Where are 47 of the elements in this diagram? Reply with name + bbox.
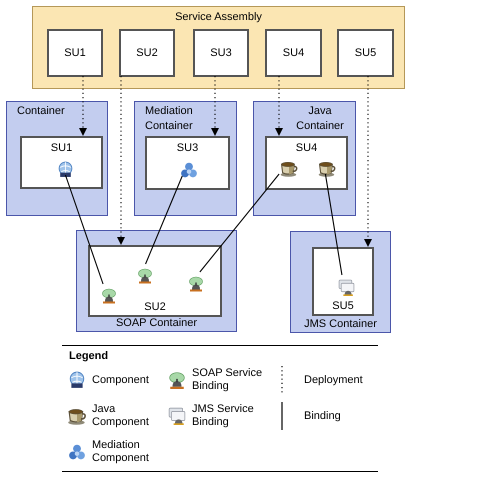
node-label: SU2 xyxy=(135,46,159,61)
unit-box xyxy=(145,136,230,190)
deployment-arrow xyxy=(364,76,372,247)
legend-label: JMS Service Binding xyxy=(192,403,255,429)
deployment-arrow xyxy=(211,76,219,136)
legend-label: SOAP Service Binding xyxy=(192,367,264,393)
legend-heading: Legend xyxy=(69,349,108,364)
node-label: SU4 xyxy=(294,141,318,156)
unit-box xyxy=(119,29,175,77)
legend-label: Binding xyxy=(304,410,341,422)
legend-label: Component xyxy=(92,374,150,386)
legend-label: Deployment xyxy=(304,374,363,386)
container-box xyxy=(134,101,237,216)
node-label: SU1 xyxy=(63,46,87,61)
unit-box xyxy=(20,136,103,189)
node-label: SOAP Container xyxy=(114,317,198,330)
binding-line xyxy=(145,176,183,264)
node-label: Container xyxy=(17,104,66,119)
node-label: SU2 xyxy=(143,301,167,314)
container-box xyxy=(253,101,356,216)
unit-box xyxy=(88,245,222,317)
node-label: SU5 xyxy=(354,46,378,61)
node-label: SU5 xyxy=(331,300,355,313)
container-box xyxy=(6,101,108,216)
legend-label: Java Component xyxy=(92,403,150,429)
node-label: Mediation Container xyxy=(145,104,194,134)
legend-label: Mediation Component xyxy=(92,439,150,465)
unit-box xyxy=(265,136,348,190)
container-box xyxy=(76,230,237,332)
unit-box xyxy=(193,29,249,77)
unit-box xyxy=(337,29,394,77)
assembly-box xyxy=(32,6,405,89)
unit-box xyxy=(312,247,374,316)
deployment-arrow xyxy=(117,76,125,245)
unit-box xyxy=(265,29,322,77)
deployment-arrow xyxy=(79,76,87,136)
node-label: JMS Container xyxy=(303,318,378,331)
deployment-arrow xyxy=(275,76,283,136)
node-label: Java Container xyxy=(295,104,345,134)
binding-line xyxy=(199,174,280,272)
node-label: SU3 xyxy=(176,141,200,156)
node-label: Service Assembly xyxy=(174,10,263,25)
container-box xyxy=(290,231,391,333)
node-label: SU3 xyxy=(209,46,233,61)
node-label: SU1 xyxy=(50,141,74,156)
node-label: SU4 xyxy=(282,46,306,61)
unit-box xyxy=(47,29,103,77)
